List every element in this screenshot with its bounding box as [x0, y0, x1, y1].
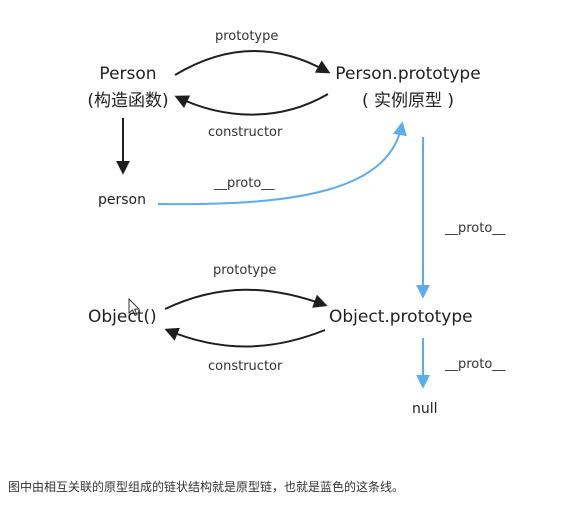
prototype-arrow-bottom [164, 288, 328, 310]
person-constructor-node: Person (构造函数) [84, 64, 172, 111]
person-constructor-sublabel: (构造函数) [87, 91, 169, 111]
object-constructor-node: Object() [88, 307, 157, 327]
prototype-arrow-top [174, 50, 331, 76]
proto-arrow-person [157, 121, 407, 206]
mouse-cursor-icon [128, 297, 141, 317]
prototype-label-top: prototype [215, 29, 279, 44]
constructor-label-top: constructor [208, 125, 283, 140]
person-prototype-label: Person.prototype [335, 64, 481, 84]
person-instance-node: person [98, 192, 146, 208]
prototype-label-bottom: prototype [213, 263, 277, 278]
constructor-label-bottom: constructor [208, 359, 283, 374]
person-prototype-node: Person.prototype ( 实例原型 ) [326, 64, 490, 111]
person-constructor-label: Person [99, 64, 157, 84]
object-prototype-node: Object.prototype [329, 307, 473, 327]
proto-label-person-prototype: __proto__ [445, 221, 506, 236]
proto-label-person: __proto__ [214, 176, 275, 191]
diagram-caption: 图中由相互关联的原型组成的链状结构就是原型链，也就是蓝色的这条线。 [8, 480, 405, 494]
proto-label-object-prototype: __proto__ [445, 357, 506, 372]
constructor-arrow-top [174, 93, 329, 116]
constructor-arrow-bottom [164, 327, 326, 348]
null-node: null [412, 401, 438, 417]
person-prototype-sublabel: ( 实例原型 ) [361, 91, 455, 111]
